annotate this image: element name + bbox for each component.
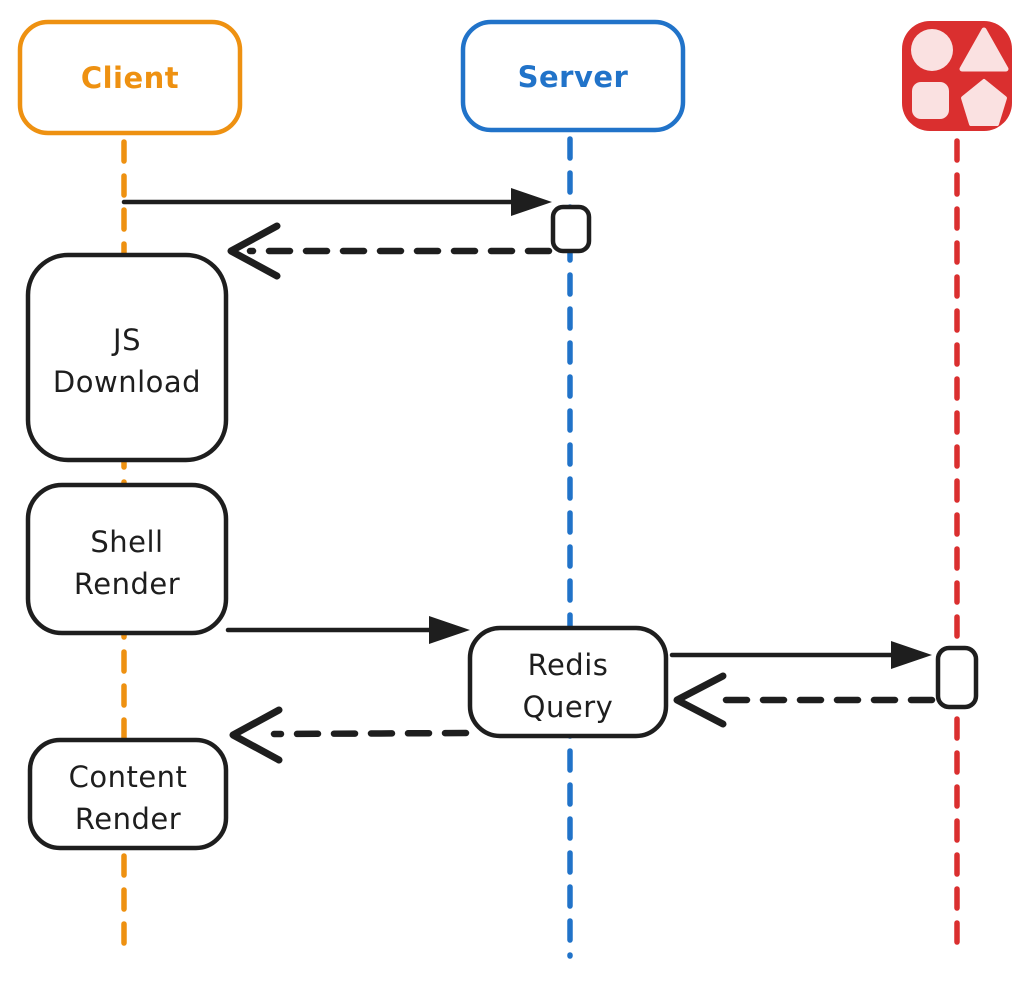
task-redis-query-label-line1: Redis <box>528 648 609 682</box>
task-redis-query-label-line2: Query <box>523 690 614 724</box>
task-shell-render-label-line2: Render <box>74 567 180 601</box>
task-shell-render: Shell Render <box>25 482 229 636</box>
actor-server-label: Server <box>518 60 629 94</box>
arrow-shellrender-to-redisquery <box>225 616 470 644</box>
task-content-render-label-line2: Render <box>75 802 181 836</box>
shapes-icon-circle <box>911 29 953 71</box>
arrow-server-to-client <box>227 222 553 280</box>
task-redis-query: Redis Query <box>467 625 669 739</box>
shapes-icon-triangle <box>959 27 1009 72</box>
task-content-render: Content Render <box>27 737 229 851</box>
shapes-icon-pentagon <box>961 79 1007 126</box>
actor-client-label: Client <box>81 61 179 95</box>
shapes-icon-square <box>912 82 949 119</box>
actor-client: Client <box>17 19 243 136</box>
arrow-redisquery-to-datastore <box>669 641 932 669</box>
task-js-download: JS Download <box>25 252 229 463</box>
task-content-render-label-line1: Content <box>69 760 188 794</box>
actor-server: Server <box>460 19 686 133</box>
server-activation-box <box>550 204 592 254</box>
arrow-redisquery-to-contentrender <box>229 706 470 764</box>
arrow-datastore-to-redisquery <box>673 672 936 728</box>
task-shell-render-label-line1: Shell <box>90 525 163 559</box>
task-js-download-label-line2: Download <box>53 365 201 399</box>
arrow-client-to-server <box>121 188 552 216</box>
task-js-download-label-line1: JS <box>111 323 141 357</box>
shapes-icon <box>902 21 1012 131</box>
datastore-activation-box <box>935 645 979 710</box>
